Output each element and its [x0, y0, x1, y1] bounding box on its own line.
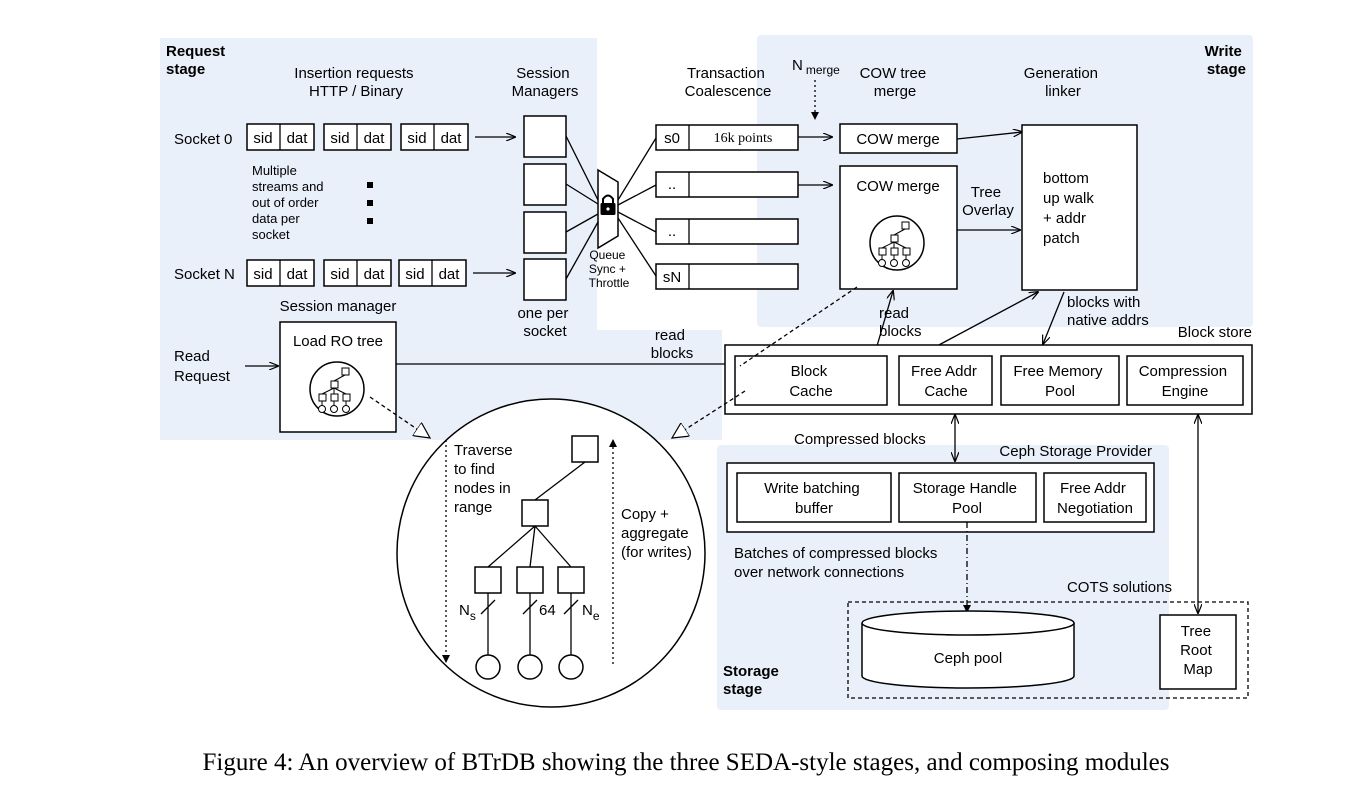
cow-merge-box-top: [839, 123, 958, 154]
socket-0-packets: sid dat sid dat sid dat: [246, 123, 469, 151]
write-stage-label: Write stage: [1205, 43, 1246, 78]
write-stage-background: [757, 35, 1253, 327]
free-addr-negotiation-label: Free Addr Negotiation: [1057, 480, 1133, 517]
packet-sid: sid: [330, 266, 349, 283]
packet-sid: sid: [253, 130, 272, 147]
n64-label: 64: [539, 602, 556, 619]
lock-icon: [600, 194, 616, 215]
cots-label: COTS solutions: [1067, 579, 1172, 596]
cow-merge-to-linker-arrow: [956, 132, 1022, 140]
block-cache-label: Block Cache: [789, 363, 832, 400]
storage-stage-label: Storage stage: [723, 663, 783, 698]
socket-0-label: Socket 0: [174, 131, 232, 148]
zoom-line: [672, 390, 746, 438]
packet-dat: dat: [364, 266, 386, 283]
block-store-title: Block store: [1178, 324, 1252, 341]
socket-n-label: Socket N: [174, 266, 235, 283]
linker-to-block-store-arrow: [1043, 291, 1065, 344]
zoom-line: [739, 286, 858, 367]
block-store-items: Block Cache Free Addr Cache Free Memory …: [734, 355, 1244, 406]
ne-label: Ne: [582, 602, 600, 623]
storage-handle-pool-label: Storage Handle Pool: [913, 480, 1021, 517]
packet-dat: dat: [287, 130, 309, 147]
queue-s0-label: s0: [664, 130, 680, 147]
detailed-tree: [474, 435, 599, 680]
packet-dat: dat: [287, 266, 309, 283]
packet-sid: sid: [253, 266, 272, 283]
load-ro-tree-label: Load RO tree: [293, 333, 383, 350]
read-blocks-arrow: [876, 291, 893, 347]
copy-aggregate-label: Copy + aggregate (for writes): [621, 506, 693, 561]
cow-merge-label: COW merge: [856, 131, 939, 148]
figure-caption: Figure 4: An overview of BTrDB showing t…: [202, 749, 1169, 776]
session-to-queue-lines: [565, 135, 599, 280]
ceph-pool-cylinder: [861, 610, 1075, 689]
session-managers-header: Session Managers: [512, 65, 579, 100]
tree-overlay-label: Tree Overlay: [962, 184, 1014, 219]
free-addr-to-linker-arrow: [936, 292, 1038, 347]
cow-tree-merge-header: COW tree merge: [860, 65, 931, 100]
queue-to-transaction-lines: [617, 137, 657, 277]
tree-detail-circle: [396, 398, 706, 708]
packet-sid: sid: [405, 266, 424, 283]
generation-linker-box: [1021, 124, 1138, 291]
queue-sn-label: sN: [663, 269, 681, 286]
compression-engine-label: Compression Engine: [1139, 363, 1232, 400]
cow-merge-label: COW merge: [856, 178, 939, 195]
packet-dat: dat: [364, 130, 386, 147]
request-stage-background: [160, 38, 722, 440]
multiple-streams-note: Multiple streams and out of order data p…: [252, 163, 327, 242]
queue-dots-label: ..: [668, 176, 676, 193]
queue-dots-label: ..: [668, 223, 676, 240]
ns-label: Ns: [459, 602, 476, 623]
zoom-line: [369, 396, 430, 438]
session-manager-title: Session manager: [280, 298, 397, 315]
session-manager-boxes: [523, 115, 567, 301]
ceph-provider-items: Write batching buffer Storage Handle Poo…: [736, 472, 1147, 523]
tree-root-map-box: [1159, 614, 1237, 690]
queue-s0-content: 16k points: [714, 131, 773, 146]
read-blocks-mid-label: read blocks: [879, 305, 922, 340]
generation-linker-text: bottom up walk + addr patch: [1043, 170, 1098, 247]
packet-sid: sid: [330, 130, 349, 147]
ceph-provider-title: Ceph Storage Provider: [999, 443, 1152, 460]
cots-container: [847, 601, 1249, 699]
one-per-socket-label: one per socket: [517, 305, 572, 340]
free-addr-cache-label: Free Addr Cache: [911, 363, 981, 400]
read-request-label: Read Request: [174, 348, 231, 385]
socket-n-packets: sid dat sid dat sid dat: [246, 259, 467, 287]
transaction-queues: s0 16k points .. .. sN: [655, 124, 799, 290]
request-stage-label: Request stage: [166, 43, 229, 78]
transaction-coalescence-header: Transaction Coalescence: [685, 65, 772, 100]
blocks-native-addrs-label: blocks with native addrs: [1067, 294, 1149, 329]
compressed-blocks-label: Compressed blocks: [794, 431, 926, 448]
traverse-label: Traverse to find nodes in range: [454, 442, 517, 516]
queue-sync-throttle-label: Queue Sync + Throttle: [589, 248, 630, 290]
insertion-requests-header: Insertion requests HTTP / Binary: [294, 65, 417, 100]
write-batching-buffer-label: Write batching buffer: [764, 480, 864, 517]
packet-sid: sid: [407, 130, 426, 147]
vertical-ellipsis-icon: [367, 182, 373, 224]
read-blocks-left-label: read blocks: [651, 327, 694, 362]
generation-linker-header: Generation linker: [1024, 65, 1102, 100]
packet-dat: dat: [441, 130, 463, 147]
tree-root-map-label: Tree Root Map: [1180, 623, 1216, 678]
free-memory-pool-label: Free Memory Pool: [1013, 363, 1106, 400]
batches-label: Batches of compressed blocks over networ…: [734, 545, 942, 581]
packet-dat: dat: [439, 266, 461, 283]
ceph-pool-label: Ceph pool: [934, 650, 1002, 667]
